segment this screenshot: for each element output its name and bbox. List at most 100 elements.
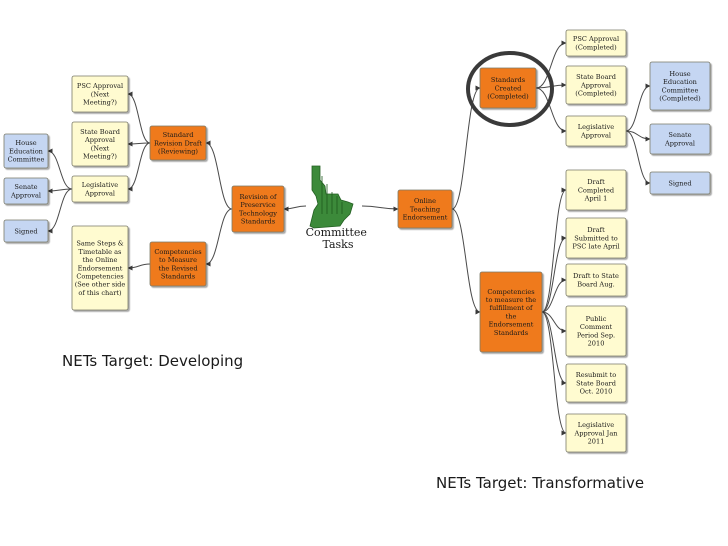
node-box <box>565 413 627 453</box>
node-label: Signed <box>668 179 692 187</box>
connector-online-to-comp_right <box>451 208 481 315</box>
connector-center-to-rev_pre <box>283 205 307 212</box>
connector-rev_pre-to-comp_left <box>205 208 233 267</box>
connector-std_rev-to-sb_l <box>127 141 151 147</box>
connector-center-to-online <box>361 205 399 212</box>
node-box <box>565 65 627 105</box>
node-label: Signed <box>14 227 38 235</box>
node-box <box>3 133 49 169</box>
connector-leg_r-to-senate_r <box>625 130 651 142</box>
node-box <box>231 185 285 233</box>
node-box <box>565 305 627 357</box>
connector-comp_right-to-resubmit <box>541 311 567 386</box>
node-box <box>71 121 129 167</box>
node-box <box>71 75 129 113</box>
node-box <box>565 169 627 211</box>
node-box <box>479 271 543 353</box>
node-box <box>71 175 129 203</box>
node-box <box>479 67 537 109</box>
connector-lines <box>47 40 651 436</box>
connector-std_rev-to-psc_l <box>127 91 151 144</box>
connector-std_rev-to-leg_l <box>127 142 151 192</box>
caption-transformative: NETs Target: Transformative <box>436 474 645 492</box>
connector-leg_l-to-signed_l <box>47 188 73 234</box>
connector-comp_right-to-public <box>541 311 567 334</box>
connector-comp_right-to-leg_jan <box>541 311 567 436</box>
connector-leg_l-to-senate_l <box>47 188 73 194</box>
connector-leg_r-to-signed_r <box>625 130 651 186</box>
node-box <box>3 219 49 243</box>
connector-online-to-std_created <box>451 85 481 210</box>
node-box <box>649 171 711 195</box>
node-box <box>149 125 207 161</box>
node-box <box>565 363 627 403</box>
node-psc-r: PSC Approval(Completed) <box>565 29 627 57</box>
highlight-circle <box>466 51 554 127</box>
node-box <box>149 241 207 287</box>
connector-leg_l-to-house_l <box>47 148 73 190</box>
connector-comp_right-to-draft3 <box>541 277 567 313</box>
connector-comp_right-to-draft2 <box>541 235 567 313</box>
node-box <box>71 225 129 311</box>
connector-comp_left-to-same_steps <box>127 263 151 271</box>
idaho-state-icon <box>309 165 354 229</box>
node-box <box>649 123 711 155</box>
node-box <box>565 263 627 297</box>
node-box <box>565 217 627 259</box>
node-signed-r: Signed <box>649 171 711 195</box>
connector-std_created-to-psc_r <box>535 40 567 89</box>
node-box <box>565 29 627 57</box>
node-box <box>565 115 627 147</box>
node-box <box>3 177 49 205</box>
connector-rev_pre-to-std_rev <box>205 140 233 210</box>
node-box <box>649 61 711 111</box>
committee-tasks-label: Committee Tasks <box>306 226 371 251</box>
node-signed-l: Signed <box>3 219 49 243</box>
node-box <box>397 189 453 229</box>
node-label: PSC Approval(Completed) <box>573 35 619 51</box>
